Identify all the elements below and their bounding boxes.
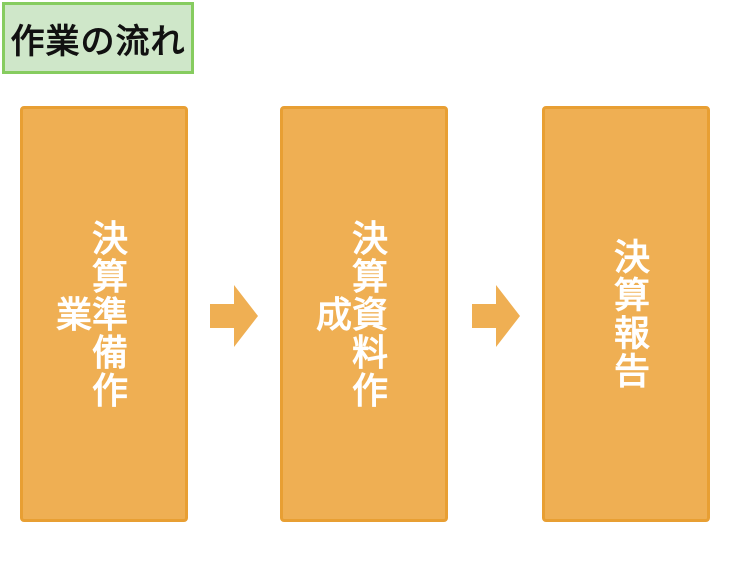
arrow-right-icon (210, 285, 258, 347)
arrow-right-icon (472, 285, 520, 347)
step-label-report: 決算報告 (608, 238, 649, 390)
step-box-report: 決算報告 (542, 106, 710, 522)
step-box-materials: 決算資料作成 (280, 106, 448, 522)
page-title-box: 作業の流れ (2, 2, 194, 74)
step-box-preparation: 決算準備作業 (20, 106, 188, 522)
step-label-preparation: 決算準備作業 (50, 219, 127, 409)
step-label-materials: 決算資料作成 (310, 219, 387, 409)
page-title: 作業の流れ (10, 21, 186, 62)
